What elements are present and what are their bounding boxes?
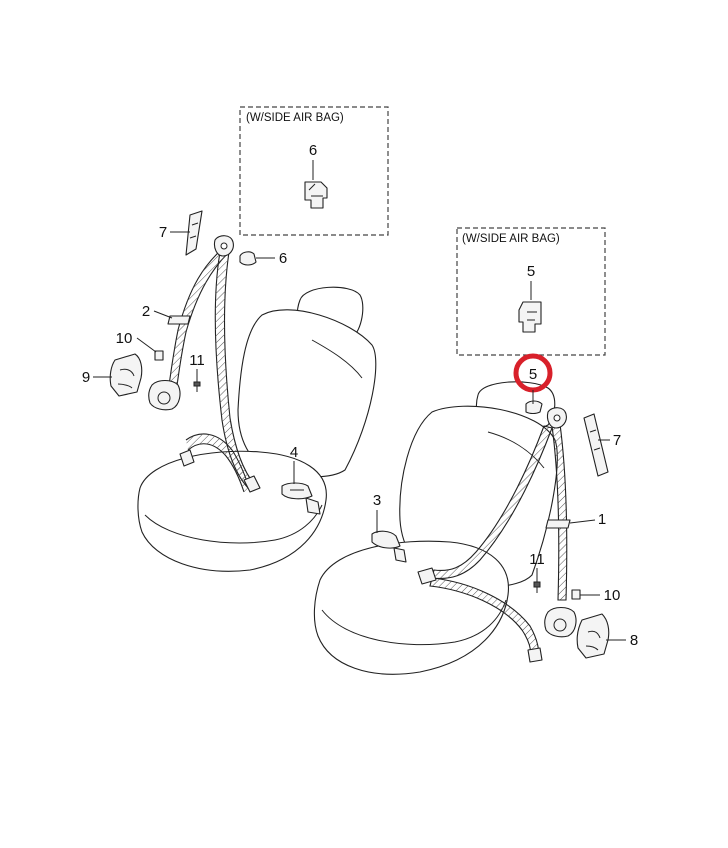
inset-title: (W/SIDE AIR BAG) — [462, 233, 560, 245]
callout-left-2: 2 — [142, 303, 150, 320]
callout-right-3: 3 — [373, 492, 381, 509]
left-bolt-11 — [193, 381, 201, 392]
right-belt-guide-1 — [545, 519, 571, 529]
left-retractor-cover-9 — [109, 353, 143, 397]
callout-right-11: 11 — [529, 551, 545, 568]
inset-title: (W/SIDE AIR BAG) — [246, 112, 344, 124]
left-anchor-plate — [179, 449, 195, 467]
left-tongue-plate — [243, 475, 261, 493]
callout-right-8: 8 — [630, 632, 638, 649]
callout-left-7: 7 — [159, 224, 167, 241]
left-trim-cover-6 — [239, 251, 257, 266]
inset-part-number: 5 — [527, 263, 535, 280]
right-bolt-11 — [533, 581, 541, 593]
callout-left-9: 9 — [82, 369, 90, 386]
callout-left-6: 6 — [279, 250, 287, 267]
callout-right-10: 10 — [604, 587, 621, 604]
callout-right-1: 1 — [598, 511, 606, 528]
left-seat-belt-webbing — [167, 249, 257, 493]
leader-line — [153, 310, 173, 319]
leader-line — [569, 519, 596, 524]
left-belt-guide-2 — [167, 315, 191, 325]
inset-side-airbag-5: (W/SIDE AIR BAG) 5 — [456, 227, 606, 356]
callout-right-5: 5 — [529, 366, 537, 383]
trim-cover-part-6 — [304, 181, 328, 209]
right-clip-10 — [571, 589, 581, 600]
callout-left-4: 4 — [290, 444, 298, 461]
left-seat — [137, 286, 377, 572]
right-buckle-3 — [371, 530, 407, 563]
callout-left-10: 10 — [116, 330, 133, 347]
right-retractor-cover-8 — [576, 613, 610, 659]
right-lower-anchor — [527, 647, 543, 663]
left-d-ring-anchor — [213, 235, 234, 257]
right-retractor — [544, 606, 577, 638]
left-backrest — [237, 309, 377, 478]
left-clip-10 — [154, 350, 164, 361]
inset-part-number: 6 — [309, 142, 317, 159]
callout-left-11: 11 — [189, 352, 205, 369]
leader-line — [136, 337, 157, 353]
left-seat-cushion — [137, 450, 327, 572]
inset-border — [239, 106, 389, 236]
left-anchor-adjuster-7 — [185, 210, 203, 256]
right-d-ring-anchor — [546, 407, 567, 429]
inset-side-airbag-6: (W/SIDE AIR BAG) 6 — [239, 106, 389, 236]
right-trim-cover-5 — [525, 400, 543, 415]
right-anchor-adjuster-7 — [583, 413, 609, 477]
left-retractor — [148, 379, 181, 411]
right-tongue-plate — [417, 567, 437, 585]
trim-cover-part-5 — [518, 301, 542, 333]
callout-right-7: 7 — [613, 432, 621, 449]
left-buckle-4 — [281, 482, 321, 515]
